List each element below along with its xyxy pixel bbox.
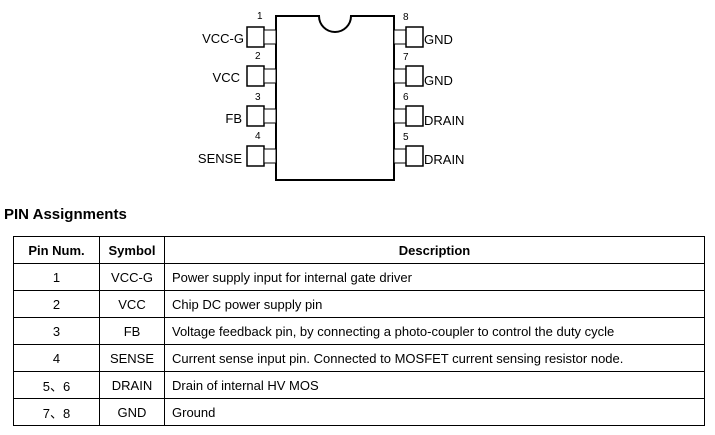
- header-description: Description: [164, 236, 705, 264]
- pin-2-lead: [246, 65, 265, 87]
- pin-label: VCC: [212, 70, 240, 85]
- pin-label: VCC-G: [202, 31, 244, 46]
- pin-6-lead: [405, 105, 424, 127]
- ic-body: [275, 15, 395, 181]
- pin-label: SENSE: [197, 151, 242, 166]
- cell-symbol: SENSE: [99, 344, 165, 372]
- pin-number: 2: [255, 51, 261, 62]
- pin-number: 4: [255, 131, 261, 142]
- cell-pin: 7、8: [13, 398, 100, 426]
- cell-description: Power supply input for internal gate dri…: [164, 263, 705, 291]
- pin-1-lead: [246, 26, 265, 48]
- cell-description: Ground: [164, 398, 705, 426]
- table-row: 5、6 DRAIN Drain of internal HV MOS: [13, 371, 705, 399]
- pin-number: 8: [403, 12, 409, 23]
- pin-number: 1: [257, 11, 263, 22]
- table-header-row: Pin Num. Symbol Description: [13, 236, 705, 264]
- pin-label: DRAIN: [424, 152, 465, 167]
- pin-8-lead: [405, 26, 424, 48]
- pin-number: 3: [255, 92, 261, 103]
- cell-pin: 1: [13, 263, 100, 291]
- pin-label: GND: [424, 73, 453, 88]
- pin-7-lead: [405, 65, 424, 87]
- table-row: 3 FB Voltage feedback pin, by connecting…: [13, 317, 705, 345]
- cell-symbol: VCC-G: [99, 263, 165, 291]
- pin-5-lead: [405, 145, 424, 167]
- pin-label: GND: [424, 32, 453, 47]
- cell-description: Current sense input pin. Connected to MO…: [164, 344, 705, 372]
- table-row: 1 VCC-G Power supply input for internal …: [13, 263, 705, 291]
- cell-pin: 2: [13, 290, 100, 318]
- cell-symbol: GND: [99, 398, 165, 426]
- ic-package-diagram: 1 VCC-G 2 VCC 3 FB 4 SENSE 8 GND 7 GND 6…: [0, 0, 715, 195]
- pin-label: DRAIN: [424, 113, 465, 128]
- cell-description: Drain of internal HV MOS: [164, 371, 705, 399]
- cell-pin: 5、6: [13, 371, 100, 399]
- cell-description: Chip DC power supply pin: [164, 290, 705, 318]
- section-title: PIN Assignments: [4, 206, 127, 223]
- ic-package-outline: [246, 15, 424, 181]
- pin-4-lead: [246, 145, 265, 167]
- pin-number: 6: [403, 92, 409, 103]
- pin-assignment-table: Pin Num. Symbol Description 1 VCC-G Powe…: [13, 236, 705, 426]
- header-pin-num: Pin Num.: [13, 236, 100, 264]
- cell-pin: 4: [13, 344, 100, 372]
- cell-description: Voltage feedback pin, by connecting a ph…: [164, 317, 705, 345]
- table-row: 2 VCC Chip DC power supply pin: [13, 290, 705, 318]
- pin-number: 5: [403, 132, 409, 143]
- cell-symbol: DRAIN: [99, 371, 165, 399]
- pin-label: FB: [225, 111, 242, 126]
- pin-number: 7: [403, 52, 409, 63]
- pin-3-lead: [246, 105, 265, 127]
- cell-symbol: VCC: [99, 290, 165, 318]
- header-symbol: Symbol: [99, 236, 165, 264]
- cell-pin: 3: [13, 317, 100, 345]
- table-row: 4 SENSE Current sense input pin. Connect…: [13, 344, 705, 372]
- table-row: 7、8 GND Ground: [13, 398, 705, 426]
- cell-symbol: FB: [99, 317, 165, 345]
